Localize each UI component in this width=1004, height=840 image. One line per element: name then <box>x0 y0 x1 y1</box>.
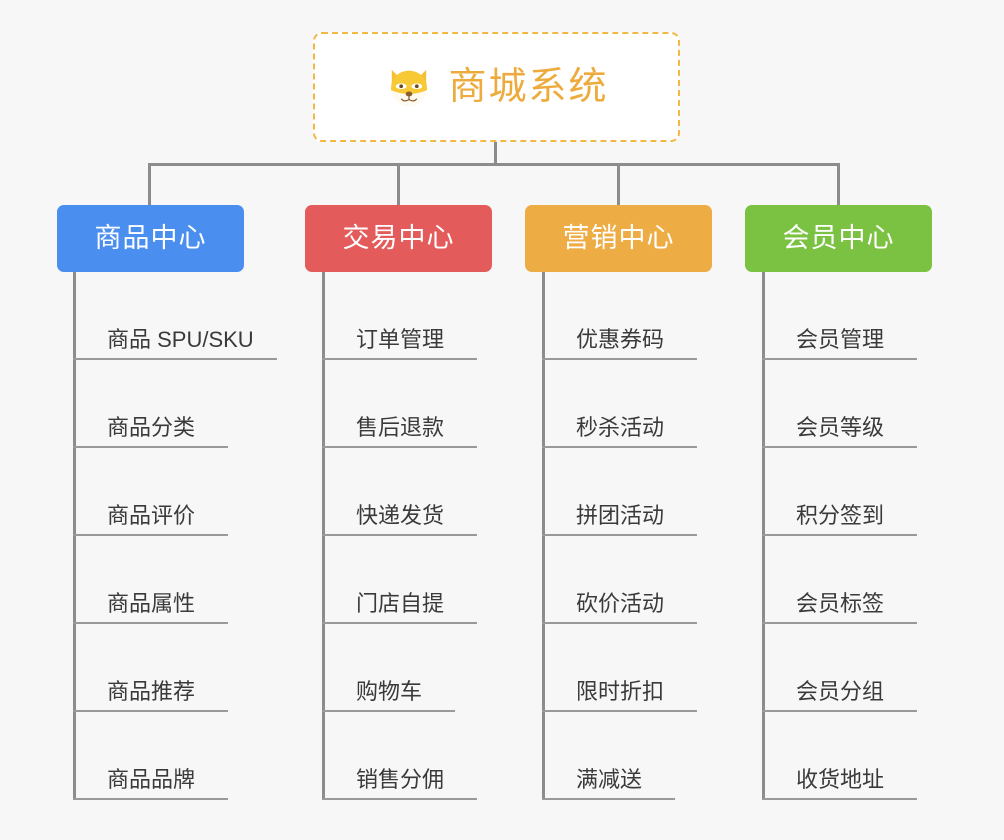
category-label-3: 营销中心 <box>562 223 675 253</box>
leaf-item[interactable]: 购物车 <box>322 624 455 712</box>
leaf-label: 销售分佣 <box>356 766 445 792</box>
leaf-label: 商品品牌 <box>107 766 196 792</box>
leaf-label: 会员标签 <box>796 590 885 616</box>
leaf-label: 商品 SPU/SKU <box>107 326 254 352</box>
leaf-label: 拼团活动 <box>576 502 665 528</box>
leaf-item[interactable]: 售后退款 <box>322 360 477 448</box>
leaf-item[interactable]: 优惠券码 <box>542 272 697 360</box>
leaf-item[interactable]: 会员标签 <box>762 536 917 624</box>
category-label-1: 商品中心 <box>94 223 207 253</box>
leaf-item[interactable]: 商品评价 <box>73 448 228 536</box>
leaf-item[interactable]: 会员管理 <box>762 272 917 360</box>
leaf-item[interactable]: 门店自提 <box>322 536 477 624</box>
leaf-item[interactable]: 商品 SPU/SKU <box>73 272 277 360</box>
leaf-item[interactable]: 秒杀活动 <box>542 360 697 448</box>
connector-drop-2 <box>397 163 400 205</box>
connector-drop-1 <box>148 163 151 205</box>
leaf-item[interactable]: 会员分组 <box>762 624 917 712</box>
leaf-item[interactable]: 拼团活动 <box>542 448 697 536</box>
column-trunk-3 <box>542 272 545 800</box>
shiba-dog-icon <box>391 69 428 107</box>
leaf-label: 优惠券码 <box>576 326 665 352</box>
category-label-4: 会员中心 <box>782 223 895 253</box>
leaf-item[interactable]: 收货地址 <box>762 712 917 800</box>
leaf-label: 商品推荐 <box>107 678 196 704</box>
leaf-label: 售后退款 <box>356 414 445 440</box>
root-title: 商城系统 <box>448 66 609 108</box>
category-box-4[interactable]: 会员中心 <box>745 205 932 272</box>
leaf-item[interactable]: 商品品牌 <box>73 712 228 800</box>
leaf-item[interactable]: 限时折扣 <box>542 624 697 712</box>
leaf-item[interactable]: 商品分类 <box>73 360 228 448</box>
leaf-label: 积分签到 <box>796 502 885 528</box>
leaf-label: 会员管理 <box>796 326 885 352</box>
leaf-label: 商品分类 <box>107 414 196 440</box>
leaf-label: 购物车 <box>356 678 423 704</box>
leaf-label: 秒杀活动 <box>576 414 665 440</box>
leaf-item[interactable]: 快递发货 <box>322 448 477 536</box>
connector-drop-3 <box>617 163 620 205</box>
connector-root-stem <box>494 142 497 165</box>
leaf-label: 商品属性 <box>107 590 196 616</box>
leaf-label: 快递发货 <box>356 502 445 528</box>
leaf-item[interactable]: 订单管理 <box>322 272 477 360</box>
leaf-label: 会员等级 <box>796 414 885 440</box>
category-label-2: 交易中心 <box>342 223 455 253</box>
leaf-item[interactable]: 商品属性 <box>73 536 228 624</box>
leaf-label: 会员分组 <box>796 678 885 704</box>
leaf-label: 限时折扣 <box>576 678 665 704</box>
column-trunk-1 <box>73 272 76 800</box>
leaf-label: 砍价活动 <box>576 590 665 616</box>
category-box-3[interactable]: 营销中心 <box>525 205 712 272</box>
leaf-item[interactable]: 销售分佣 <box>322 712 477 800</box>
leaf-label: 收货地址 <box>796 766 885 792</box>
leaf-item[interactable]: 满减送 <box>542 712 675 800</box>
leaf-label: 商品评价 <box>107 502 196 528</box>
connector-drop-4 <box>837 163 840 205</box>
column-trunk-2 <box>322 272 325 800</box>
leaf-item[interactable]: 砍价活动 <box>542 536 697 624</box>
leaf-label: 门店自提 <box>356 590 445 616</box>
leaf-item[interactable]: 积分签到 <box>762 448 917 536</box>
leaf-item[interactable]: 会员等级 <box>762 360 917 448</box>
connector-horizontal-bus <box>148 163 840 166</box>
column-trunk-4 <box>762 272 765 800</box>
category-box-1[interactable]: 商品中心 <box>57 205 244 272</box>
leaf-label: 满减送 <box>576 766 643 792</box>
root-node[interactable]: 商城系统 <box>313 32 680 142</box>
leaf-label: 订单管理 <box>356 326 445 352</box>
leaf-item[interactable]: 商品推荐 <box>73 624 228 712</box>
category-box-2[interactable]: 交易中心 <box>305 205 492 272</box>
